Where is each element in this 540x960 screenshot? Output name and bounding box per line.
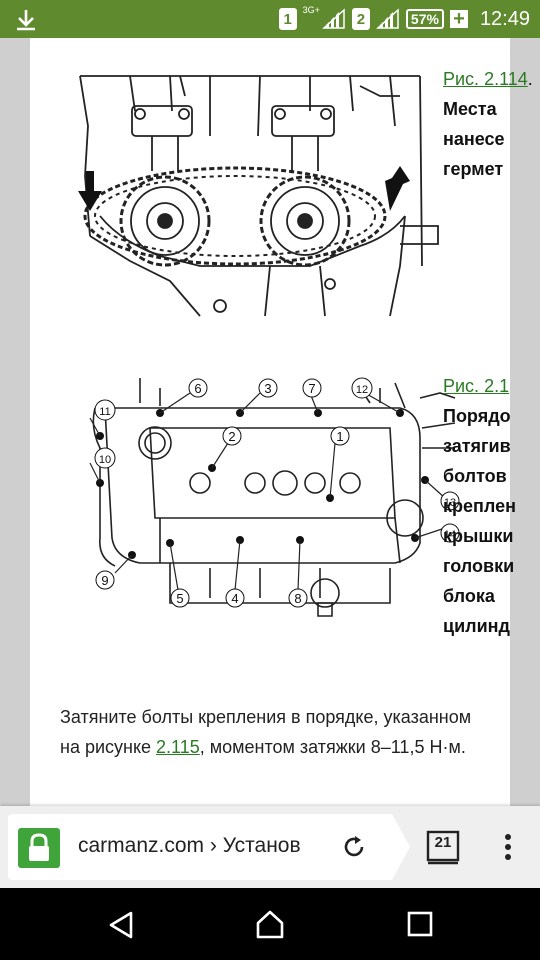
callout-5: 5 (176, 591, 183, 606)
callout-14: 14 (444, 529, 456, 541)
reload-icon[interactable] (341, 834, 367, 860)
figure-engine-timing-chain (78, 75, 439, 317)
figure-link-115[interactable]: Рис. 2.1 (443, 376, 510, 396)
lock-icon[interactable] (18, 828, 60, 868)
caption-line: нанесе (443, 129, 505, 149)
home-icon[interactable] (254, 908, 286, 940)
status-bar: 1 3G+ 2 57% + 12:49 (0, 0, 540, 38)
callout-1: 1 (336, 429, 343, 444)
callout-12: 12 (356, 384, 368, 396)
navigation-bar (0, 888, 540, 960)
callout-8: 8 (294, 591, 301, 606)
browser-toolbar: carmanz.com › Установ 21 (0, 806, 540, 888)
caption-line: крышки (443, 526, 514, 546)
callout-10: 10 (99, 454, 111, 466)
caption-line: креплен (443, 496, 516, 516)
caption-suffix: . (527, 69, 533, 89)
tab-count[interactable]: 21 (434, 834, 452, 851)
charging-icon: + (449, 9, 468, 29)
figure-caption-115: Рис. 2.1 Порядо затягив болтов креплен к… (443, 371, 533, 641)
callout-6: 6 (194, 381, 201, 396)
caption-line: блока (443, 586, 495, 606)
caption-line: Порядо (443, 406, 511, 426)
arrow-icon (78, 171, 102, 211)
arrow-icon (385, 166, 410, 211)
callout-7: 7 (308, 381, 315, 396)
paragraph-text: Затяните болты крепления в порядке, указ… (60, 707, 472, 757)
figure-caption-114: Рис. 2.114. Места нанесе гермет (443, 64, 533, 184)
callout-2: 2 (228, 429, 235, 444)
url-text[interactable]: carmanz.com › Установ (78, 834, 301, 857)
callout-11: 11 (99, 406, 110, 418)
signal-icon (321, 8, 345, 29)
tabs-icon[interactable] (426, 830, 460, 865)
back-icon[interactable] (106, 910, 136, 940)
web-page[interactable]: Рис. 2.114. Места нанесе гермет (0, 38, 540, 806)
callout-13: 13 (444, 497, 456, 509)
signal-icon (375, 8, 399, 29)
callout-3: 3 (264, 381, 271, 396)
caption-line: цилинд (443, 616, 510, 636)
clock: 12:49 (479, 7, 530, 30)
paragraph-text: , моментом затяжки 8–11,5 Н·м. (199, 737, 466, 757)
address-bar[interactable]: carmanz.com › Установ (8, 814, 410, 880)
battery-indicator: 57% (405, 9, 444, 29)
caption-line: болтов (443, 466, 507, 486)
callout-9: 9 (101, 573, 108, 588)
download-icon (17, 10, 35, 31)
caption-line: затягив (443, 436, 511, 456)
caption-line: головки (443, 556, 515, 576)
figure-link-2115[interactable]: 2.115 (156, 737, 200, 757)
network-type: 3G+ (302, 5, 320, 15)
sim2-badge: 2 (351, 8, 370, 30)
caption-line: гермет (443, 159, 504, 179)
figure-link-114[interactable]: Рис. 2.114 (443, 69, 528, 89)
menu-icon[interactable] (498, 832, 518, 862)
sim1-badge: 1 (278, 8, 297, 30)
instruction-paragraph: Затяните болты крепления в порядке, указ… (60, 702, 490, 762)
figure-head-cover-bolt-order: 1 2 3 4 5 6 7 8 9 10 11 12 13 14 (89, 377, 460, 617)
recents-icon[interactable] (406, 910, 434, 938)
article-body: Рис. 2.114. Места нанесе гермет (30, 38, 533, 806)
callout-4: 4 (231, 591, 238, 606)
caption-line: Места (443, 99, 497, 119)
